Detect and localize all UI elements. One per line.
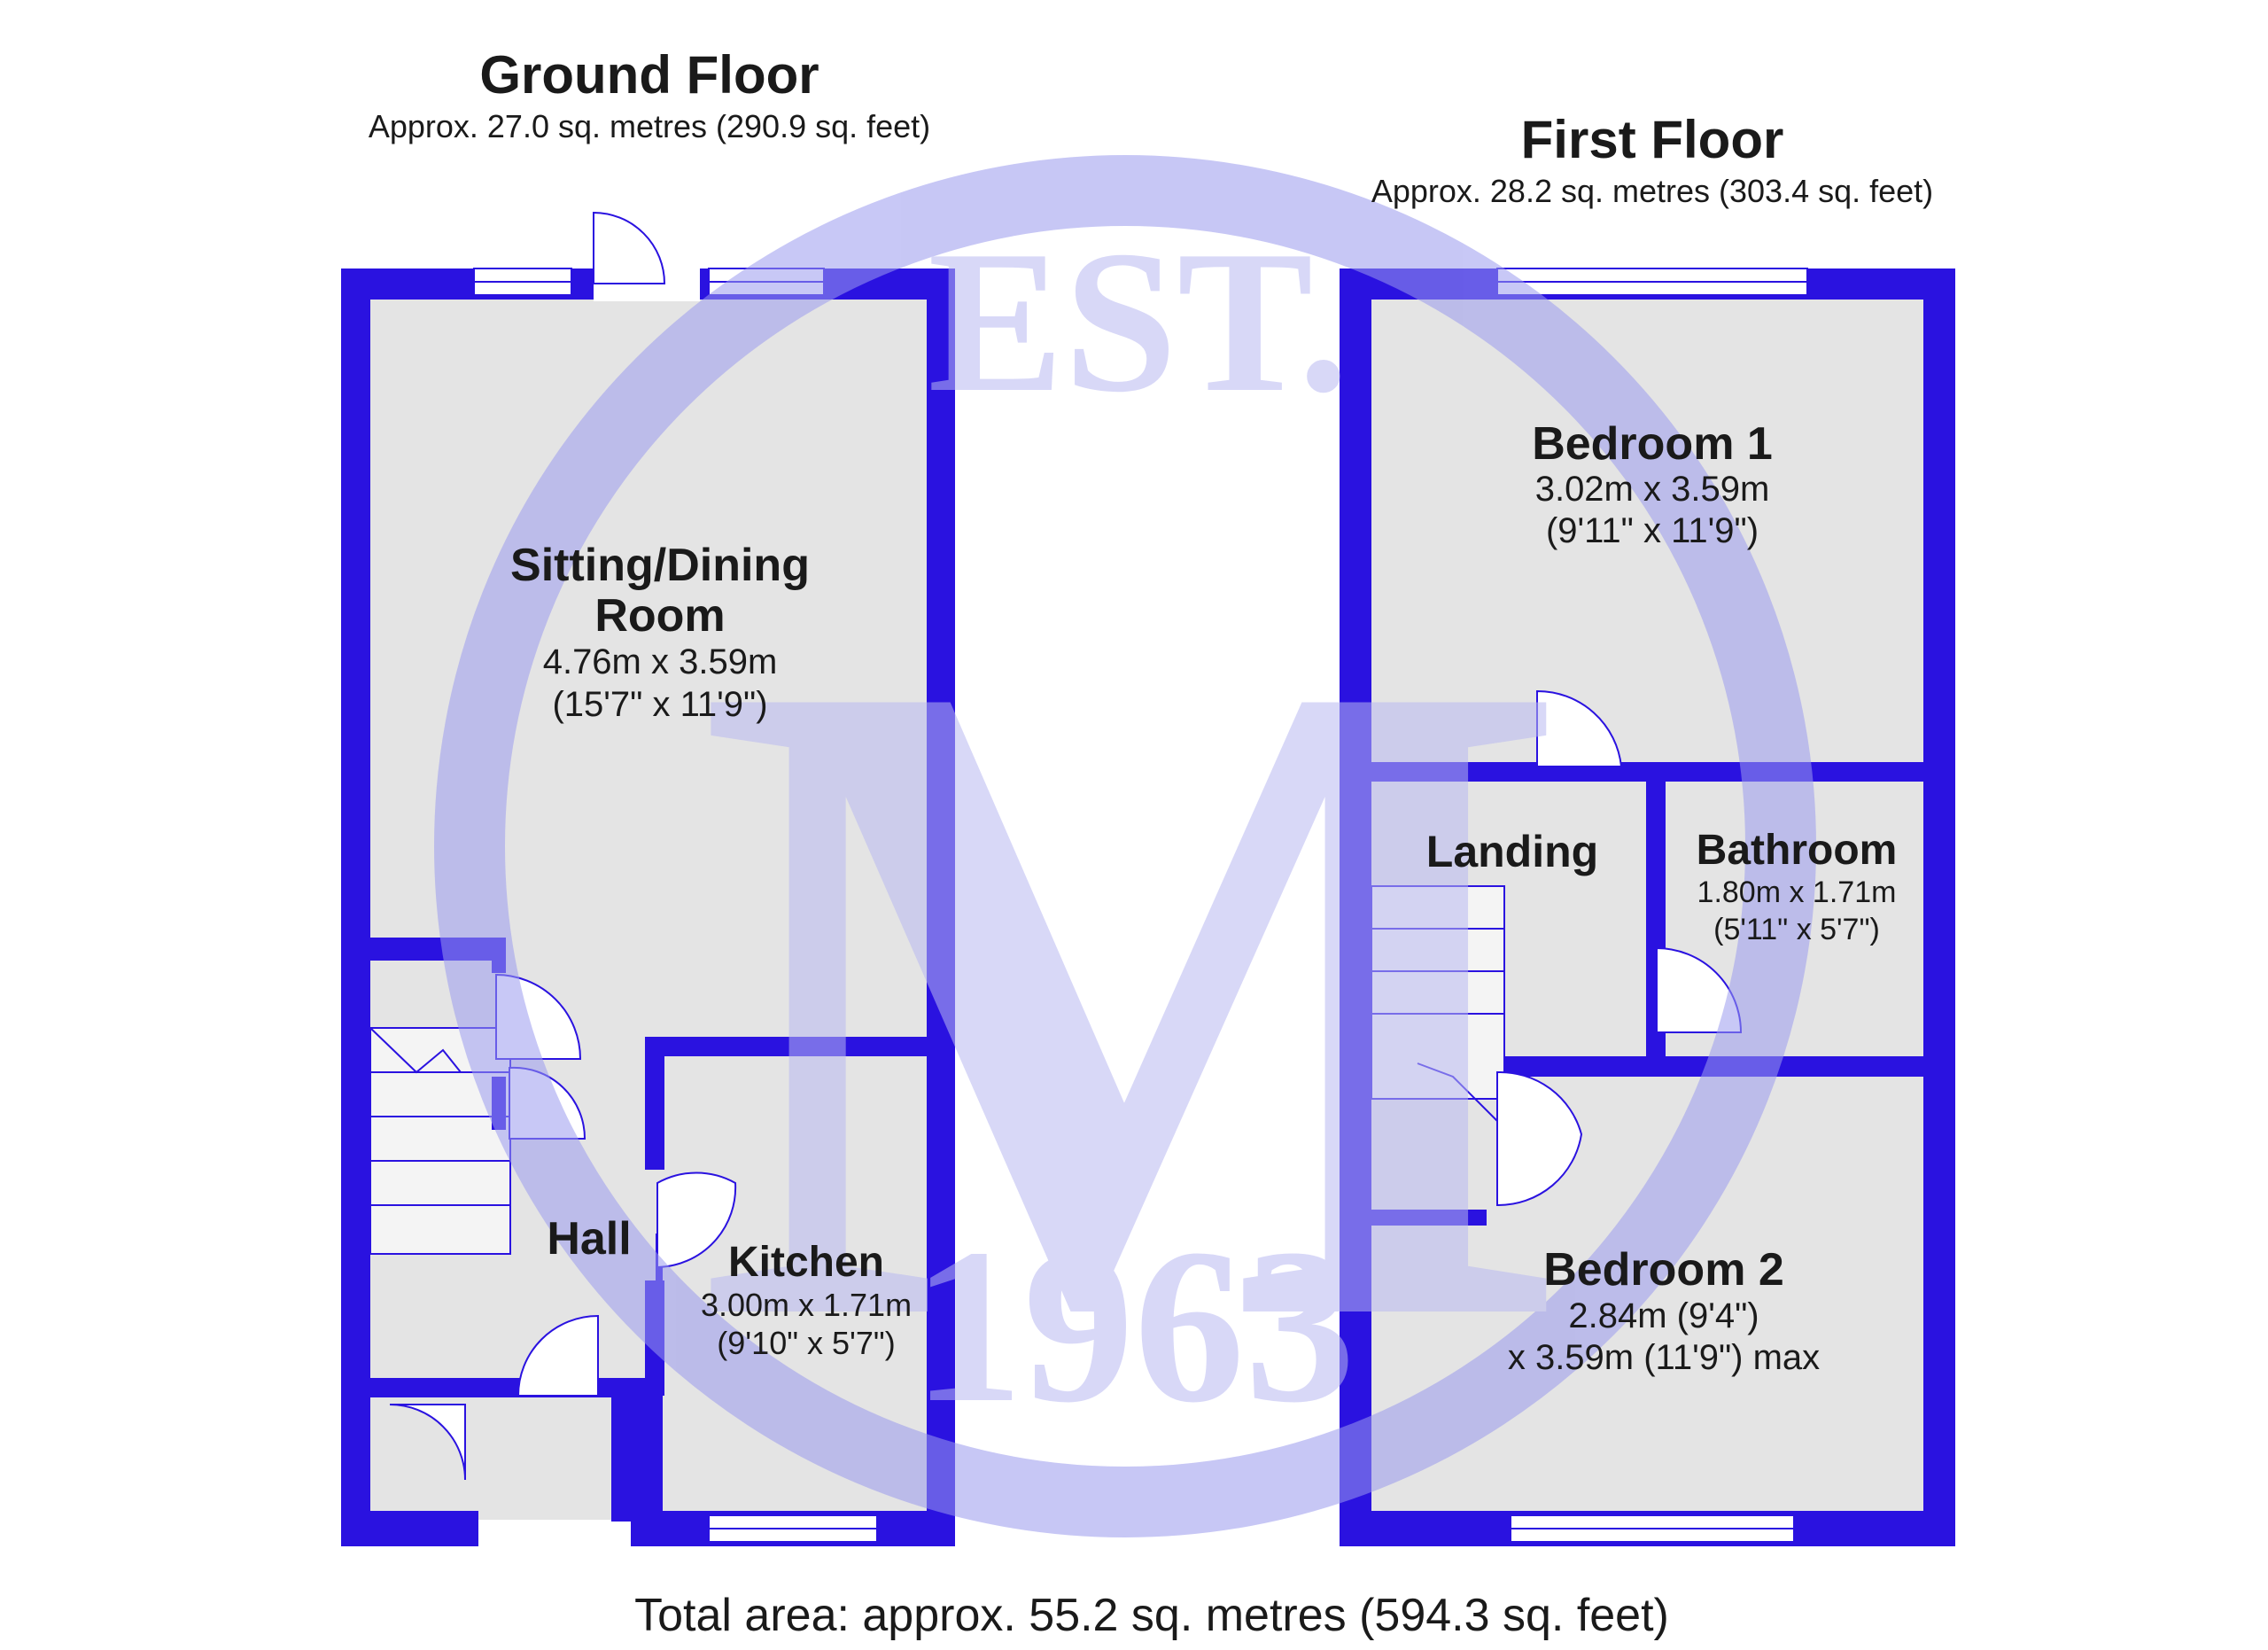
ground-floor-area: Approx. 27.0 sq. metres (290.9 sq. feet) — [369, 108, 930, 144]
bedroom-1-dims: 3.02m x 3.59m — [1535, 470, 1770, 509]
watermark-logo: EST. M 1963 — [434, 155, 1816, 1537]
bedroom-2-dims: 2.84m (9'4") — [1568, 1296, 1759, 1335]
bathroom-dims: 1.80m x 1.71m — [1697, 876, 1897, 909]
kitchen-dims-imperial: (9'10" x 5'7") — [717, 1325, 895, 1361]
kitchen-dims: 3.00m x 1.71m — [701, 1287, 912, 1323]
sitting-dining-room-name-1: Sitting/Dining — [510, 540, 810, 591]
first-floor-title: First Floor — [1521, 110, 1784, 169]
first-floor-doors — [1496, 689, 1743, 1207]
watermark-letter: M — [695, 483, 1573, 1514]
bedroom-2-dims-max: x 3.59m (11'9") max — [1508, 1338, 1820, 1377]
bathroom-name: Bathroom — [1697, 827, 1898, 874]
first-floor-stairs — [1371, 885, 1505, 1122]
watermark-ring — [434, 155, 1816, 1537]
porch-floor-b — [478, 1397, 611, 1520]
total-area: Total area: approx. 55.2 sq. metres (594… — [634, 1590, 1669, 1641]
closet-wall — [1371, 1210, 1487, 1226]
bedroom-2-top-wall — [1371, 1056, 1923, 1077]
kitchen-name: Kitchen — [728, 1239, 884, 1286]
sitting-dining-room-name-2: Room — [594, 590, 725, 642]
bedroom-1-dims-imperial: (9'11" x 11'9") — [1546, 511, 1759, 550]
kitchen-left-wall-upper — [645, 1037, 664, 1170]
porch-wall — [611, 1397, 631, 1522]
sitting-dining-room-dims: 4.76m x 3.59m — [543, 642, 778, 681]
ground-floor-title: Ground Floor — [479, 45, 819, 105]
hall-bottom-wall — [370, 1378, 663, 1397]
bathroom-dims-imperial: (5'11" x 5'7") — [1713, 913, 1880, 946]
landing-name: Landing — [1426, 827, 1598, 876]
watermark-est-text: EST. — [928, 208, 1348, 434]
first-floor-area: Approx. 28.2 sq. metres (303.4 sq. feet) — [1371, 173, 1933, 209]
first-floor-windows — [1496, 268, 1808, 1543]
bedroom-2-name: Bedroom 2 — [1543, 1244, 1784, 1296]
bedroom-1-floor — [1371, 300, 1923, 762]
kitchen-top-wall — [645, 1037, 927, 1056]
watermark-year-text: 1963 — [913, 1203, 1355, 1449]
sitting-dining-room-dims-imperial: (15'7" x 11'9") — [552, 685, 767, 724]
bedroom-1-name: Bedroom 1 — [1532, 418, 1773, 470]
hall-name: Hall — [547, 1213, 631, 1265]
